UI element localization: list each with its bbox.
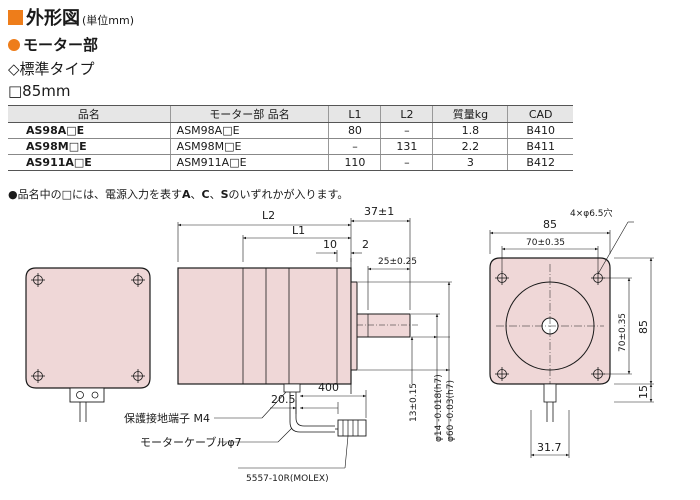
callout-motor-cable: モーターケーブルφ7 <box>140 435 242 449</box>
col-header: L2 <box>380 105 433 123</box>
note-c: C <box>201 188 210 201</box>
dim-hole: 4×φ6.5穴 <box>570 207 613 219</box>
rear-view <box>25 267 151 422</box>
dim-85-width: 85 <box>543 218 557 231</box>
note-sep: 、 <box>209 188 221 201</box>
table-cell: ASM911A□E <box>169 154 329 171</box>
section-motor: モーター部 <box>8 34 98 55</box>
table-cell: 80 <box>328 122 381 139</box>
table-cell: ASM98M□E <box>169 138 329 155</box>
table-cell: B411 <box>507 138 573 155</box>
dim-15: 15 <box>637 385 650 399</box>
table-cell: 1.8 <box>432 122 508 139</box>
table-cell: 131 <box>380 138 433 155</box>
dim-l2: L2 <box>262 209 275 222</box>
table-cell: 110 <box>328 154 381 171</box>
dim-70-height: 70±0.35 <box>618 313 628 352</box>
side-view <box>177 258 420 437</box>
dim-shaft-14: φ14 -0.018(h7) <box>434 374 444 442</box>
unit-note: (単位mm) <box>82 14 135 27</box>
col-header: 品名 <box>8 105 171 123</box>
dim-20-5: 20.5 <box>271 393 296 406</box>
dim-25: 25±0.25 <box>378 257 417 267</box>
dim-37: 37±1 <box>364 205 394 218</box>
dim-70-width: 70±0.35 <box>526 238 565 248</box>
table-cell: B412 <box>507 154 573 171</box>
section-size: □85mm <box>8 82 71 100</box>
note-sep: 、 <box>190 188 202 201</box>
dim-l1: L1 <box>292 224 305 237</box>
page-title: 外形図 (単位mm) <box>8 4 134 30</box>
note-a: A <box>182 188 191 201</box>
col-header: モーター部 品名 <box>169 105 329 123</box>
footnote: ●品名中の□には、電源入力を表すA、C、Sのいずれかが入ります。 <box>8 186 348 202</box>
table-cell: AS911A□E <box>8 154 171 171</box>
dim-13: 13±0.15 <box>409 383 419 422</box>
table-cell: – <box>328 138 381 155</box>
table-row: AS98A□E ASM98A□E 80 – 1.8 B410 <box>8 122 573 139</box>
dim-10: 10 <box>323 238 337 251</box>
col-header: L1 <box>328 105 381 123</box>
orange-square-icon <box>8 10 23 25</box>
table-row: AS911A□E ASM911A□E 110 – 3 B412 <box>8 154 573 171</box>
table-cell: AS98M□E <box>8 138 171 155</box>
table-cell: ASM98A□E <box>169 122 329 139</box>
table-cell: – <box>380 154 433 171</box>
table-cell: – <box>380 122 433 139</box>
table-cell: 2.2 <box>432 138 508 155</box>
dim-2: 2 <box>362 238 369 251</box>
note-s: S <box>220 188 229 201</box>
col-header: 質量kg <box>432 105 508 123</box>
section-motor-label: モーター部 <box>23 36 99 54</box>
table-cell: 3 <box>432 154 508 171</box>
title-text: 外形図 <box>26 8 80 29</box>
table-row: AS98M□E ASM98M□E – 131 2.2 B411 <box>8 138 573 155</box>
callout-ground-terminal: 保護接地端子 M4 <box>124 411 210 425</box>
table-cell: AS98A□E <box>8 122 171 139</box>
dim-31-7: 31.7 <box>537 441 562 454</box>
note-suffix: のいずれかが入ります。 <box>228 188 349 201</box>
front-view <box>489 257 611 422</box>
spec-table: 品名 モーター部 品名 L1 L2 質量kg CAD AS98A□E ASM98… <box>8 105 573 171</box>
table-cell: B410 <box>507 122 573 139</box>
dim-85-height: 85 <box>637 320 650 334</box>
callout-connector: 5557-10R(MOLEX) <box>246 474 329 484</box>
section-type: ◇標準タイプ <box>8 60 95 78</box>
col-header: CAD <box>507 105 573 123</box>
dim-pilot-60: φ60 -0.03(h7) <box>446 380 456 442</box>
dim-400: 400 <box>318 381 339 394</box>
outline-drawing: L2 L1 37±1 10 2 25±0.25 20.5 400 13±0.15… <box>25 205 654 484</box>
table-header-row: 品名 モーター部 品名 L1 L2 質量kg CAD <box>8 105 573 123</box>
orange-dot-icon <box>8 38 20 51</box>
note-prefix: ●品名中の□には、電源入力を表す <box>8 188 182 201</box>
